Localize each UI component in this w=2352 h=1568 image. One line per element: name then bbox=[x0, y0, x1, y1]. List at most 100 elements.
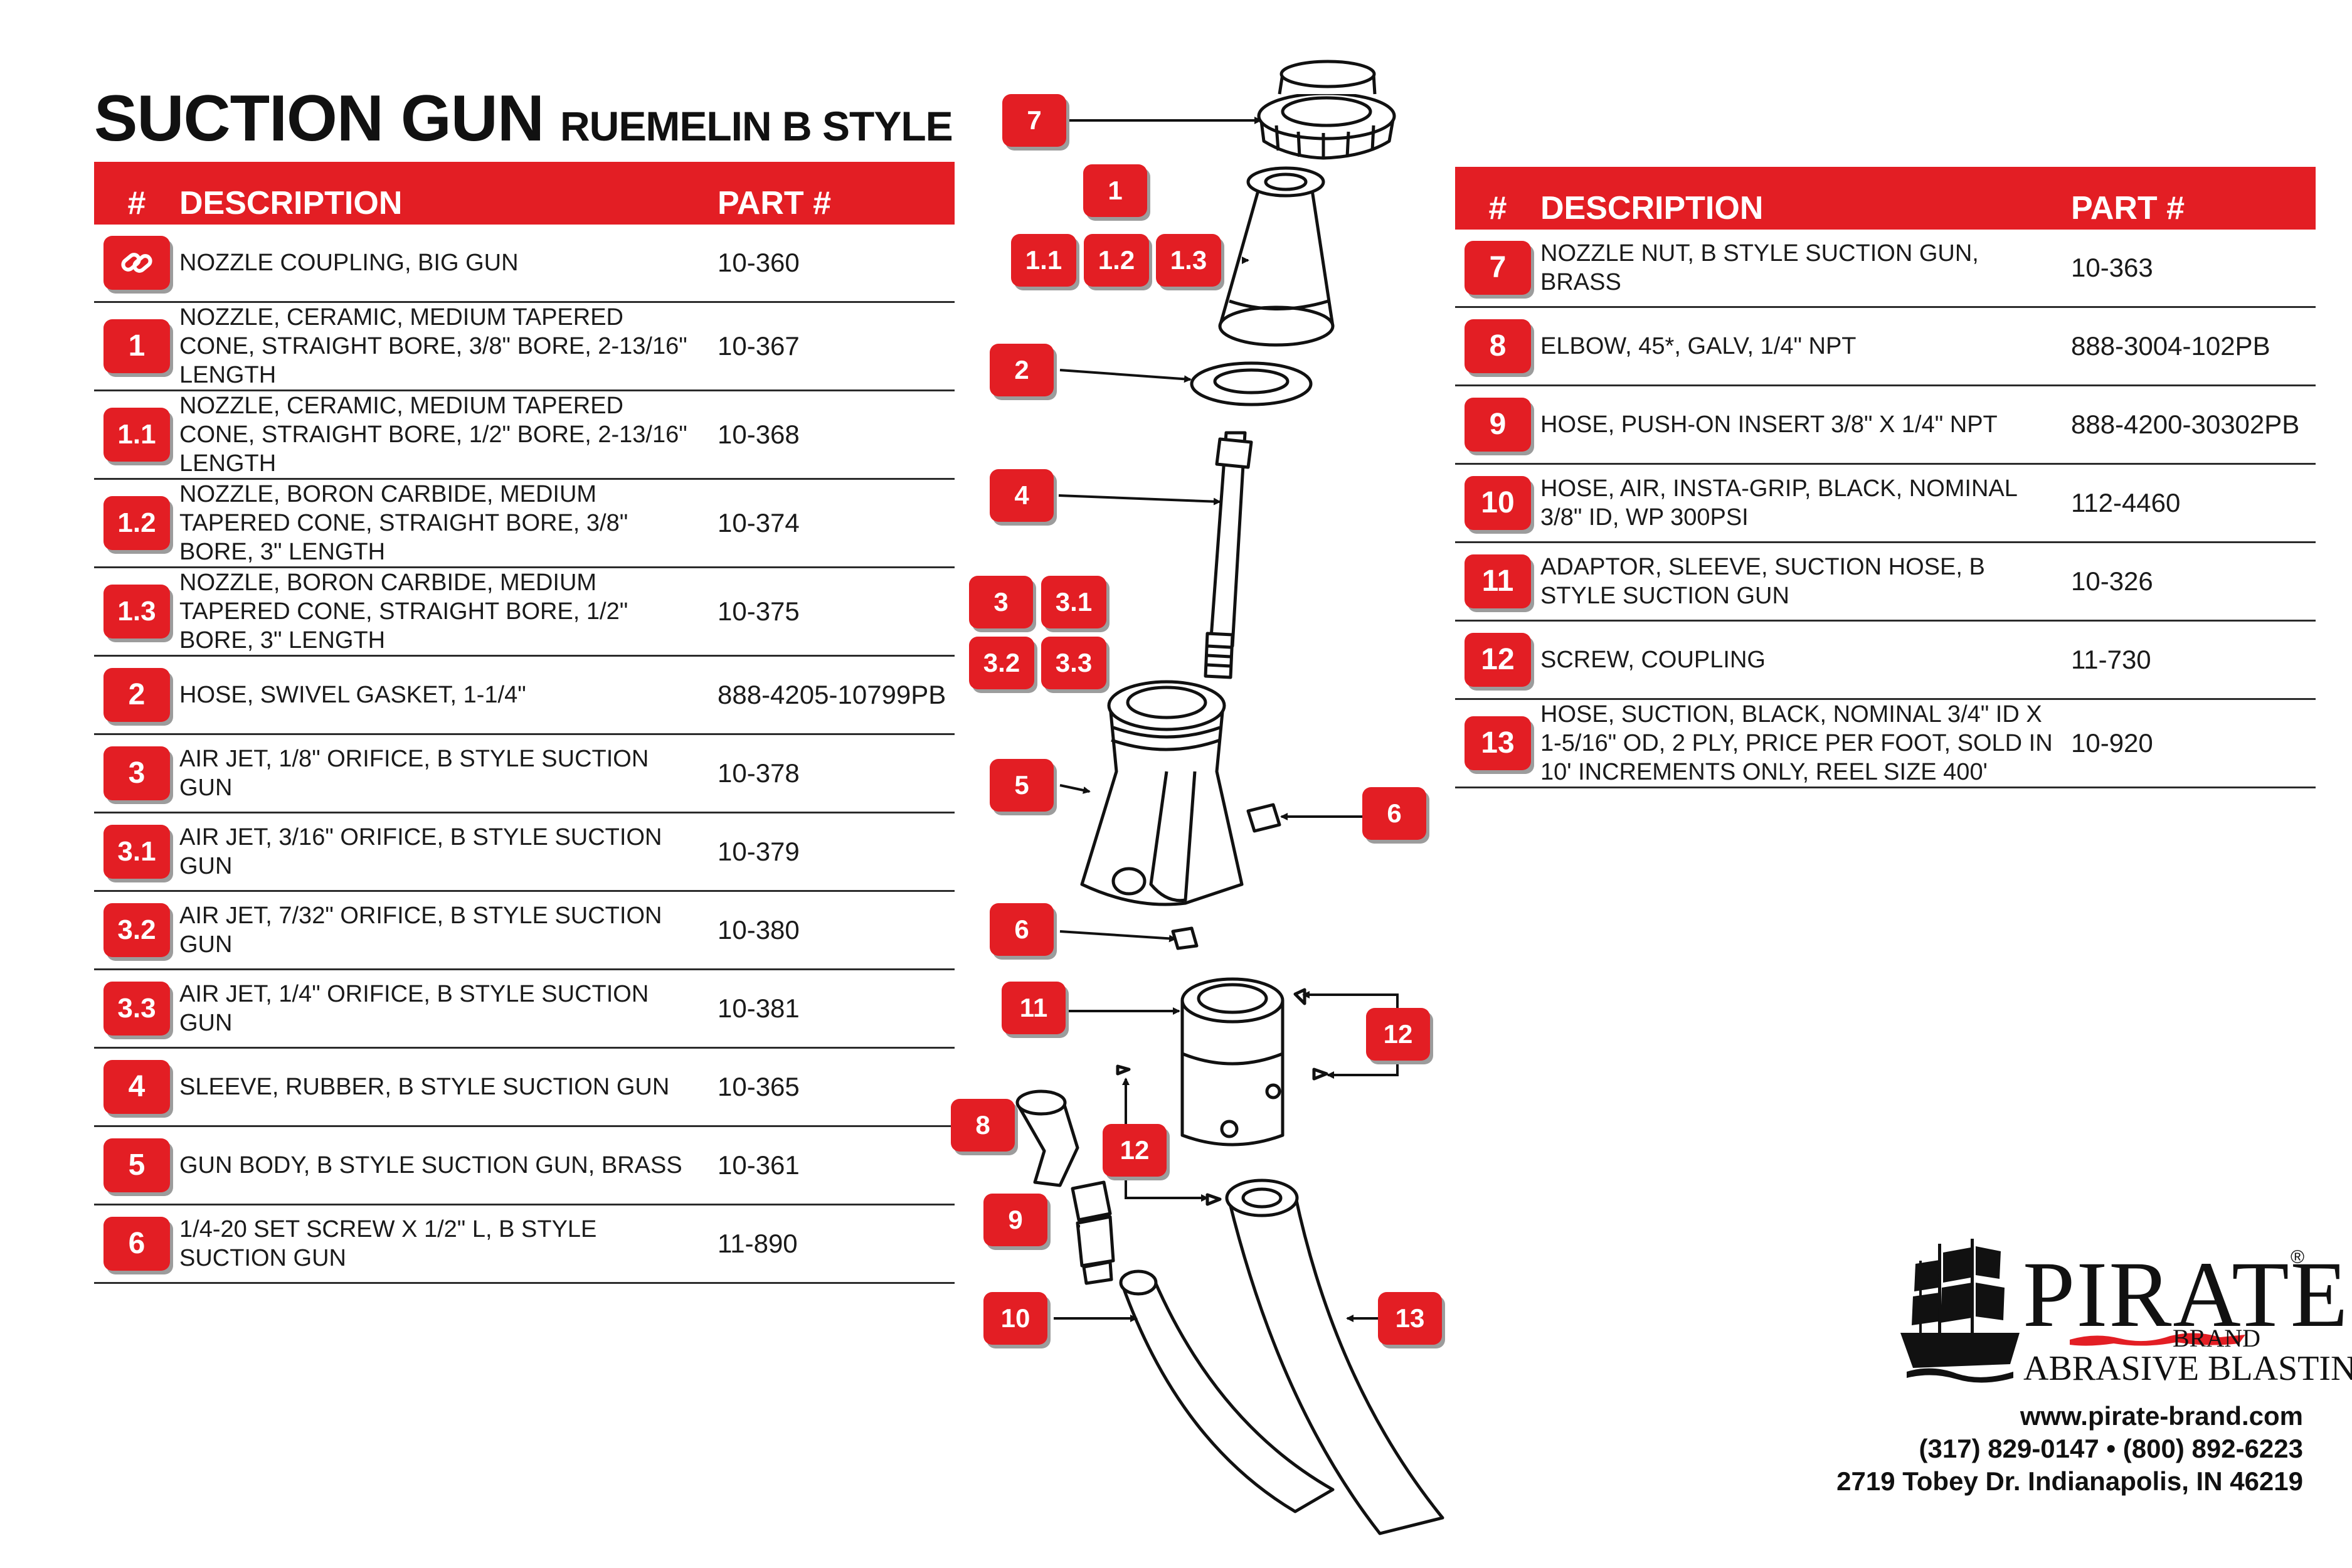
logo-brand-text: BRAND bbox=[2173, 1324, 2261, 1352]
row-part-number: 10-380 bbox=[718, 891, 955, 970]
row-number-cell: 5 bbox=[94, 1126, 179, 1205]
row-number-badge: 2 bbox=[103, 668, 170, 722]
logo-wordmark: PIRATE bbox=[2023, 1242, 2349, 1347]
row-description: NOZZLE NUT, B STYLE SUCTION GUN, BRASS bbox=[1540, 230, 2071, 308]
contact-block: www.pirate-brand.com (317) 829-0147 • (8… bbox=[1836, 1400, 2303, 1498]
row-part-number: 11-890 bbox=[718, 1204, 955, 1284]
row-number-cell: 3.3 bbox=[94, 969, 179, 1049]
row-part-number: 10-379 bbox=[718, 812, 955, 892]
row-part-number: 11-730 bbox=[2071, 620, 2316, 700]
callout-3-1: 3.1 bbox=[1041, 576, 1106, 628]
callout-1-3: 1.3 bbox=[1156, 234, 1221, 287]
table-header: # DESCRIPTION PART # bbox=[94, 162, 955, 225]
row-description: NOZZLE, BORON CARBIDE, MEDIUM TAPERED CO… bbox=[179, 567, 718, 657]
callout-5: 5 bbox=[990, 759, 1054, 812]
row-number-badge: 1.3 bbox=[103, 585, 170, 638]
header-number: # bbox=[1455, 167, 1540, 230]
row-number-cell: 1.2 bbox=[94, 479, 179, 568]
row-number-cell bbox=[94, 225, 179, 303]
row-number-badge: 3.1 bbox=[103, 825, 170, 879]
website-link[interactable]: www.pirate-brand.com bbox=[2020, 1401, 2303, 1431]
row-number-badge: 1.1 bbox=[103, 408, 170, 462]
row-number-cell: 10 bbox=[1455, 464, 1540, 543]
row-number-badge: 7 bbox=[1465, 241, 1531, 295]
row-description: AIR JET, 3/16" ORIFICE, B STYLE SUCTION … bbox=[179, 812, 718, 892]
logo-registered-mark: ® bbox=[2291, 1247, 2305, 1268]
row-number-cell: 2 bbox=[94, 655, 179, 735]
row-number-badge: 11 bbox=[1465, 554, 1531, 608]
callout-9: 9 bbox=[983, 1194, 1047, 1246]
hose-insert-part bbox=[1071, 1180, 1115, 1285]
callout-1-1: 1.1 bbox=[1011, 234, 1076, 287]
row-part-number: 10-374 bbox=[718, 479, 955, 568]
table-row: 61/4-20 SET SCREW x 1/2" L, B STYLE SUCT… bbox=[94, 1204, 955, 1284]
row-part-number: 10-378 bbox=[718, 734, 955, 813]
row-number-badge: 3.3 bbox=[103, 982, 170, 1036]
row-part-number: 10-368 bbox=[718, 390, 955, 480]
row-part-number: 888-4200-30302PB bbox=[2071, 385, 2316, 465]
row-number-badge: 3.2 bbox=[103, 903, 170, 957]
pirate-ship-logo-icon bbox=[1900, 1239, 2020, 1383]
title-main: SUCTION GUN bbox=[94, 82, 544, 155]
row-number-badge: 8 bbox=[1465, 319, 1531, 373]
row-number-cell: 9 bbox=[1455, 385, 1540, 465]
row-description: HOSE, AIR, INSTA-GRIP, BLACK, NOMINAL 3/… bbox=[1540, 464, 2071, 543]
row-description: 1/4-20 SET SCREW x 1/2" L, B STYLE SUCTI… bbox=[179, 1204, 718, 1284]
row-number-cell: 3 bbox=[94, 734, 179, 813]
row-part-number: 10-367 bbox=[718, 302, 955, 391]
suction-hose-part bbox=[1225, 1179, 1444, 1535]
row-description: HOSE, SWIVEL GASKET, 1-1/4" bbox=[179, 655, 718, 735]
callout-8: 8 bbox=[951, 1099, 1015, 1152]
callout-6-lower: 6 bbox=[990, 903, 1054, 956]
row-description: AIR JET, 1/4" ORIFICE, B STYLE SUCTION G… bbox=[179, 969, 718, 1049]
row-part-number: 10-365 bbox=[718, 1047, 955, 1127]
callout-2: 2 bbox=[990, 344, 1054, 396]
row-number-badge: 1.2 bbox=[103, 496, 170, 550]
row-number-cell: 1 bbox=[94, 302, 179, 391]
row-number-cell: 12 bbox=[1455, 620, 1540, 700]
sleeve-part bbox=[1204, 431, 1253, 679]
row-number-cell: 11 bbox=[1455, 542, 1540, 622]
row-description: SLEEVE, RUBBER, B STYLE SUCTION GUN bbox=[179, 1047, 718, 1127]
row-description: ELBOW, 45*, GALV, 1/4" NPT bbox=[1540, 307, 2071, 386]
row-number-cell: 1.3 bbox=[94, 567, 179, 657]
row-number-badge: 9 bbox=[1465, 398, 1531, 452]
row-description: HOSE, PUSH-ON INSERT 3/8" x 1/4" NPT bbox=[1540, 385, 2071, 465]
table-header: # DESCRIPTION PART # bbox=[1455, 167, 2316, 230]
row-part-number: 10-326 bbox=[2071, 542, 2316, 622]
callout-13: 13 bbox=[1378, 1292, 1442, 1345]
row-description: HOSE, SUCTION, BLACK, NOMINAL 3/4" ID x … bbox=[1540, 699, 2071, 788]
row-description: NOZZLE, CERAMIC, MEDIUM TAPERED CONE, ST… bbox=[179, 302, 718, 391]
header-part-number: PART # bbox=[2071, 167, 2316, 230]
row-part-number: 10-381 bbox=[718, 969, 955, 1049]
set-screw-part bbox=[1171, 803, 1281, 950]
row-part-number: 112-4460 bbox=[2071, 464, 2316, 543]
row-number-badge: 1 bbox=[103, 319, 170, 373]
parts-table-left: # DESCRIPTION PART # NOZZLE COUPLING, BI… bbox=[94, 162, 955, 1284]
row-description: ADAPTOR, SLEEVE, SUCTION HOSE, B STYLE S… bbox=[1540, 542, 2071, 622]
row-number-badge: 3 bbox=[103, 746, 170, 800]
callout-10: 10 bbox=[983, 1292, 1047, 1345]
row-number-cell: 8 bbox=[1455, 307, 1540, 386]
callout-12-left: 12 bbox=[1103, 1124, 1167, 1177]
gun-body-part bbox=[1080, 680, 1244, 906]
row-number-badge: 13 bbox=[1465, 716, 1531, 770]
air-hose-part bbox=[1119, 1269, 1335, 1513]
callout-11: 11 bbox=[1002, 982, 1066, 1034]
nozzle-part bbox=[1218, 166, 1335, 347]
